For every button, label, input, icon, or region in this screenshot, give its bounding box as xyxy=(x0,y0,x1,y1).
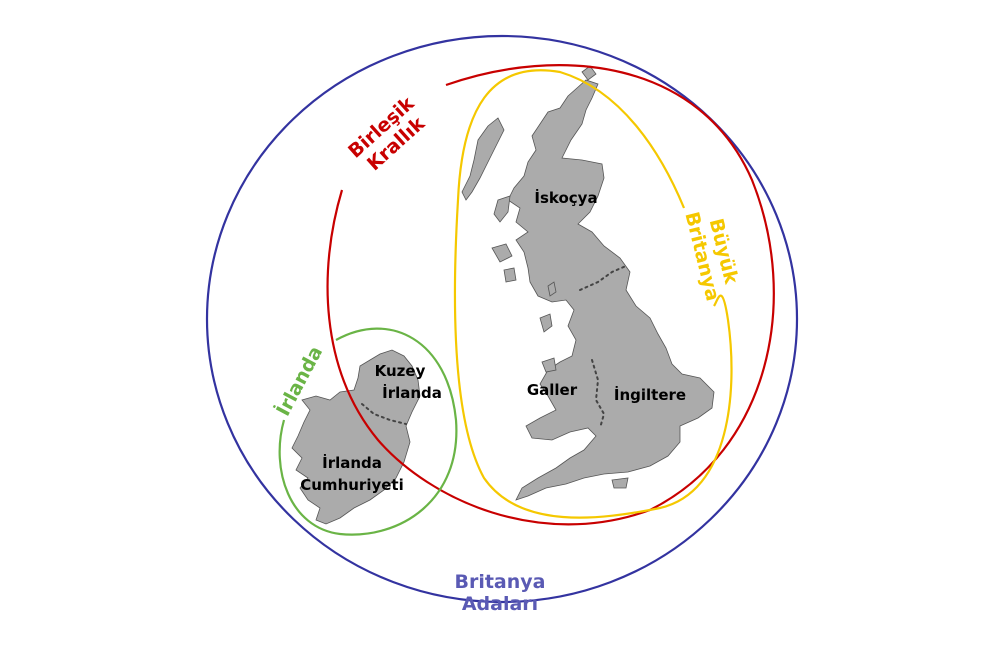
wales-england-border xyxy=(591,359,606,429)
islay-island xyxy=(503,267,517,283)
ireland-island xyxy=(291,349,421,525)
britanya-adalari-label: Britanya Adaları xyxy=(454,571,545,615)
skye-island xyxy=(493,195,511,223)
region-republic-line1: İrlanda xyxy=(322,453,382,472)
great-britain-island xyxy=(507,79,715,501)
region-northern-ireland-line1: Kuzey xyxy=(375,362,426,380)
isle-of-man xyxy=(539,313,553,333)
northern-ireland-border xyxy=(361,403,407,425)
region-wales: Galler xyxy=(527,381,578,399)
region-northern-ireland-line2: İrlanda xyxy=(382,383,442,402)
great-britain-outline xyxy=(453,69,733,519)
mull-island xyxy=(491,243,513,263)
scotland-england-border xyxy=(579,265,627,291)
region-scotland: İskoçya xyxy=(534,188,597,207)
isle-of-wight xyxy=(611,477,629,489)
anglesey-island xyxy=(541,357,557,373)
british-isles-outline xyxy=(205,34,799,604)
land-masses xyxy=(291,65,715,525)
ireland-outline xyxy=(278,327,458,536)
isles-label-line2: Adaları xyxy=(462,593,538,615)
isles-label-line1: Britanya xyxy=(454,571,545,593)
arran-island xyxy=(547,281,557,297)
region-republic-line2: Cumhuriyeti xyxy=(300,476,403,494)
buyuk-britanya-label: Büyük Britanya xyxy=(680,210,742,304)
region-england: İngiltere xyxy=(614,385,686,404)
orkney-islands xyxy=(581,65,597,81)
hebrides-islands xyxy=(461,117,505,201)
birlesik-kralik-label: Birleşik Krallık xyxy=(344,92,429,175)
united-kingdom-outline xyxy=(326,64,775,526)
